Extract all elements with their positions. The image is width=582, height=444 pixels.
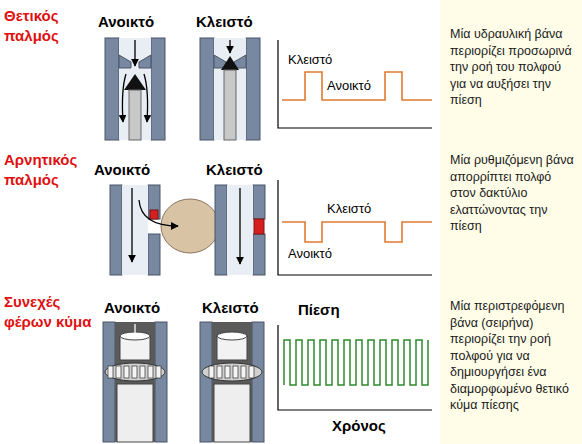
siren-valve-open-part: [105, 363, 165, 381]
poppet-valve-closed-part: [224, 70, 236, 140]
state-label: Ανοικτό: [104, 298, 160, 318]
description: Μία ρυθμιζόμενη βάνα απορρίπτει πολφό στ…: [450, 152, 578, 235]
bypass-valve-open-part: [139, 200, 178, 226]
rotor-blades-part: [225, 366, 230, 378]
graph-label: Ανοικτό: [327, 78, 371, 95]
state-label: Κλειστό: [206, 160, 263, 180]
siren-valve-closed-part: [212, 322, 252, 442]
state-label: Κλειστό: [202, 298, 259, 318]
rotor-blades-part: [140, 366, 145, 378]
state-label: Κλειστό: [196, 12, 253, 32]
section-title: Συνεχές φέρων κύμα: [4, 292, 100, 331]
pulse-graph-negative: [278, 180, 432, 275]
axis-label: Χρόνος: [332, 416, 386, 436]
poppet-valve-closed: [200, 38, 260, 140]
bypass-valve-open-part: [131, 188, 132, 262]
siren-valve-closed-part: [214, 384, 250, 442]
poppet-valve-open-part: [119, 38, 151, 140]
siren-valve-open-part: [103, 322, 115, 442]
bypass-valve-open-part: [150, 210, 158, 219]
bypass-valve-open-part: [148, 234, 160, 275]
poppet-valve-closed-part: [246, 38, 260, 140]
rotor-blades-part: [241, 366, 246, 378]
rotor-blades-part: [108, 366, 113, 378]
rotor-blades-part: [233, 366, 238, 378]
pulse-graph-negative-part: [282, 222, 432, 242]
section-title: Αρνητικός παλμός: [4, 150, 100, 189]
rotor-blades-part: [132, 366, 137, 378]
poppet-valve-closed-part: [221, 56, 239, 70]
carrier-wave-graph-part: [278, 325, 432, 410]
bypass-valve-closed: [215, 185, 265, 275]
bypass-valve-open: [110, 185, 219, 275]
poppet-valve-closed-part: [200, 38, 214, 140]
bypass-valve-closed-part: [254, 219, 264, 234]
state-label: Ανοικτό: [98, 12, 154, 32]
bypass-valve-closed-part: [215, 185, 227, 275]
siren-valve-open-part: [117, 384, 153, 442]
siren-valve-open-part: [115, 322, 155, 442]
poppet-valve-open-part: [105, 38, 119, 140]
poppet-valve-open-part: [119, 55, 131, 68]
bypass-valve-closed-part: [239, 188, 240, 264]
poppet-valve-open: [105, 38, 165, 140]
siren-valve-open-part: [120, 332, 150, 340]
bypass-valve-closed-part: [227, 185, 253, 275]
graph-label: Κλειστό: [327, 201, 371, 218]
bypass-valve-open-part: [110, 185, 122, 275]
description: Μία περιστρεφόμενη βάνα (σειρήνα) περιορ…: [450, 298, 578, 414]
poppet-valve-open-part: [134, 40, 135, 66]
graph-label: Κλειστό: [288, 52, 332, 69]
state-label: Ανοικτό: [94, 160, 150, 180]
text-panel: [440, 0, 582, 444]
poppet-valve-open-part: [144, 74, 148, 122]
bypass-valve-closed-part: [253, 234, 265, 275]
poppet-valve-open-part: [129, 90, 141, 140]
pulse-graph-negative-part: [278, 180, 432, 275]
siren-valve-closed-part: [202, 363, 262, 381]
bypass-valve-open-part: [122, 185, 148, 275]
siren-valve-open: [103, 322, 167, 442]
pulse-graph-positive: [278, 40, 432, 128]
poppet-valve-closed-part: [229, 40, 230, 53]
rotor-blades-part: [148, 366, 153, 378]
siren-valve-closed-part: [217, 332, 247, 340]
bypass-valve-open-part: [148, 185, 160, 219]
pulse-graph-positive-part: [282, 72, 432, 100]
poppet-valve-open-part: [151, 38, 165, 140]
section-title: Θετικός παλμός: [4, 6, 96, 45]
siren-valve-open-part: [134, 324, 135, 333]
siren-valve-closed-part: [252, 322, 264, 442]
bypass-valve-closed-part: [253, 185, 265, 219]
poppet-valve-open-part: [122, 74, 126, 122]
rotor-blades: [209, 366, 254, 378]
siren-valve-closed-part: [200, 322, 212, 442]
poppet-valve-open-part: [139, 55, 151, 68]
graph-label: Ανοικτό: [288, 246, 332, 263]
axis-label: Πίεση: [298, 300, 340, 320]
rotor-blades-part: [124, 366, 129, 378]
rotor-blades-part: [209, 366, 214, 378]
poppet-valve-open-part: [124, 74, 146, 90]
siren-valve-closed: [200, 322, 264, 442]
rotor-blades-part: [217, 366, 222, 378]
siren-valve-open-part: [155, 322, 167, 442]
rotor-blades-part: [249, 366, 254, 378]
rotor-blades-part: [116, 366, 121, 378]
carrier-wave-graph: [278, 325, 432, 410]
pulse-graph-positive-part: [278, 40, 432, 128]
poppet-valve-closed-part: [214, 38, 246, 140]
rotor-blades-part: [156, 366, 161, 378]
description: Μία υδραυλική βάνα περιορίζει προσωρινά …: [450, 26, 578, 109]
carrier-wave-graph-part: [284, 340, 428, 385]
rotor-blades: [108, 366, 161, 378]
